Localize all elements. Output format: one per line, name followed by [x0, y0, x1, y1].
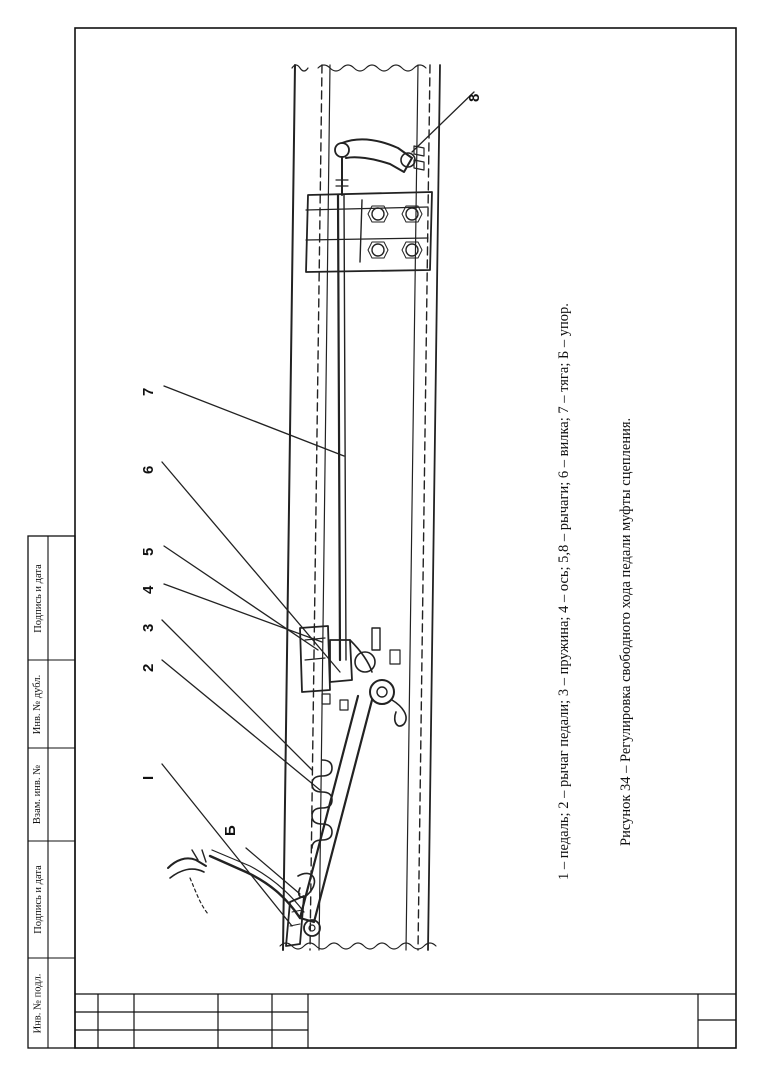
callout-5: 5: [140, 547, 157, 556]
stamp-vzam-inv-label: Взам. инв. №: [32, 764, 44, 825]
callout-1: I: [140, 775, 157, 780]
callout-2: 2: [140, 663, 157, 672]
stamp-inv-podl: Инв. № подл.: [28, 958, 48, 1048]
callout-leaders: [161, 91, 475, 927]
stamp-podpis-data-2: Подпись и дата: [28, 536, 48, 660]
stamp-inv-podl-label: Инв. № подл.: [32, 973, 44, 1033]
clutch-pedal-illustration: [161, 64, 475, 951]
pedal-1: [208, 854, 302, 920]
stamp-vzam-inv: Взам. инв. №: [28, 748, 48, 841]
callout-4: 4: [140, 585, 157, 594]
stamp-podpis-data-2-label: Подпись и дата: [32, 563, 44, 633]
callout-6: 6: [140, 465, 157, 474]
stamp-podpis-data-1: Подпись и дата: [28, 841, 48, 958]
lever-8: [341, 138, 413, 173]
rod-7: [336, 193, 342, 662]
figure-legend: 1 – педаль; 2 – рычаг педали; 3 – пружин…: [556, 303, 572, 880]
callout-3: 3: [140, 623, 157, 632]
stop-b: [297, 872, 316, 899]
frame-rail: [282, 64, 296, 951]
side-stamp-frame: [27, 535, 76, 1049]
figure-title: Рисунок 34 – Регулировка свободного хода…: [618, 417, 634, 846]
callout-8: 8: [466, 93, 483, 102]
stamp-podpis-data-1-label: Подпись и дата: [32, 865, 44, 934]
callout-7: 7: [140, 387, 157, 396]
bracket-plate: [305, 191, 433, 273]
stamp-inv-dubl-label: Инв. № дубл.: [32, 674, 44, 734]
title-block-grid: [75, 993, 736, 1048]
stamp-inv-dubl: Инв. № дубл.: [28, 660, 48, 748]
outer-frame: [74, 27, 737, 1049]
spring-3: [311, 759, 333, 849]
callout-b: Б: [222, 825, 239, 836]
